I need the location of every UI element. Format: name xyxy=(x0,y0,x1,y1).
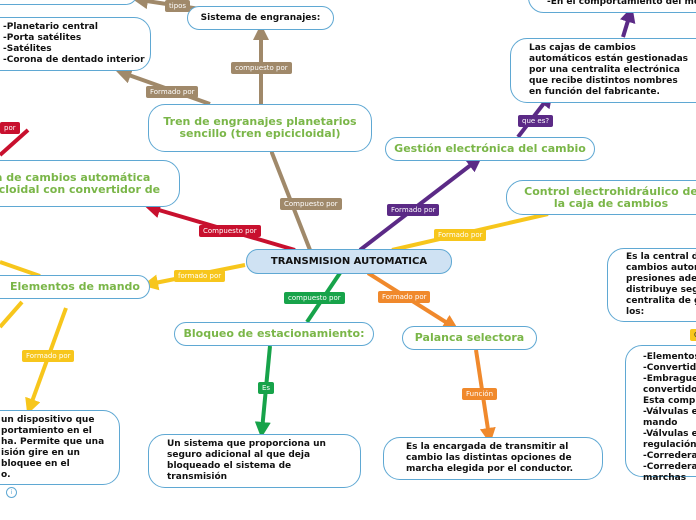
node-tren-label: Tren de engranajes planetarios sencillo … xyxy=(163,115,357,140)
node-componentes-label: -Planetario central -Porta satélites -Sa… xyxy=(3,22,145,65)
connector-caja-left xyxy=(0,128,30,157)
node-motor-label: -En el comportamiento del moto xyxy=(547,0,696,7)
node-caja-convertidor-label: a de cambios automática icloidal con con… xyxy=(0,170,161,196)
tag-por-red: por xyxy=(0,122,20,134)
central-topic-label: TRANSMISION AUTOMATICA xyxy=(270,256,428,267)
tag-formado-componentes: Formado por xyxy=(146,86,199,98)
node-bloqueo-estacionamiento[interactable]: Bloqueo de estacionamiento: xyxy=(174,322,374,346)
connector-desc-motor xyxy=(620,6,636,38)
node-sistema-label: Sistema de engranajes: xyxy=(200,12,321,23)
node-sistema-engranajes[interactable]: Sistema de engranajes: xyxy=(187,6,334,30)
tag-formado-gestion: Formado por xyxy=(387,204,440,216)
tag-tipos: tipos xyxy=(165,0,191,12)
tag-que-es: que es? xyxy=(518,115,554,127)
node-gestion-desc[interactable]: Las cajas de cambios automáticos están g… xyxy=(510,38,696,103)
tag-formado-yellow: Formado por xyxy=(22,350,75,362)
node-palanca-desc[interactable]: Es la encargada de transmitir al cambio … xyxy=(383,437,603,480)
central-topic[interactable]: TRANSMISION AUTOMATICA xyxy=(246,249,452,274)
node-control-label: Control electrohidráulico de la caja de … xyxy=(524,184,696,210)
tag-formado-control: Formado por xyxy=(434,229,487,241)
node-central-desc-partial[interactable]: Es la central de cambios autom presiones… xyxy=(607,248,696,322)
tag-compuesto-bloqueo: compuesto por xyxy=(284,292,345,304)
node-elementos-list-label: -Elementos -Convertido -Embrague convert… xyxy=(643,352,696,483)
connector-elementos-left-a xyxy=(0,260,41,278)
node-elementos-mando[interactable]: Elementos de mando xyxy=(0,275,150,299)
node-caja-convertidor[interactable]: a de cambios automática icloidal con con… xyxy=(0,160,180,207)
info-icon[interactable]: i xyxy=(6,487,17,498)
tag-compuesto-red: Compuesto por xyxy=(199,225,261,237)
tag-c-partial: C xyxy=(690,329,696,341)
node-palanca-desc-label: Es la encargada de transmitir al cambio … xyxy=(406,442,573,474)
node-componentes[interactable]: -Planetario central -Porta satélites -Sa… xyxy=(0,17,151,71)
node-control-electrohidraulico[interactable]: Control electrohidráulico de la caja de … xyxy=(506,180,696,215)
node-gestion-desc-label: Las cajas de cambios automáticos están g… xyxy=(529,43,689,97)
node-gestion-label: Gestión electrónica del cambio xyxy=(394,142,586,155)
node-motor-partial[interactable]: -En el comportamiento del moto xyxy=(528,0,696,13)
node-top-left-partial[interactable] xyxy=(0,0,138,5)
tag-es: Es xyxy=(258,382,275,394)
node-tren-engranajes[interactable]: Tren de engranajes planetarios sencillo … xyxy=(148,104,372,152)
tag-compuesto-sistema: compuesto por xyxy=(231,62,292,74)
node-bloqueo-label: Bloqueo de estacionamiento: xyxy=(183,327,365,340)
node-elementos-desc-label: un dispositivo que portamiento en el ha.… xyxy=(1,414,105,480)
tag-formado-elementos: formado por xyxy=(174,270,226,282)
connector-elementos-left-b xyxy=(0,300,24,329)
tag-formado-palanca: Formado por xyxy=(378,291,431,303)
node-bloqueo-desc[interactable]: Un sistema que proporciona un seguro adi… xyxy=(148,434,361,488)
node-central-desc-label: Es la central de cambios autom presiones… xyxy=(626,252,696,317)
tag-funcion: Función xyxy=(462,388,498,400)
node-palanca-label: Palanca selectora xyxy=(414,331,525,344)
node-elementos-list-partial[interactable]: -Elementos -Convertido -Embrague convert… xyxy=(625,345,696,483)
node-gestion-electronica[interactable]: Gestión electrónica del cambio xyxy=(385,137,595,161)
node-elementos-label: Elementos de mando xyxy=(9,280,140,293)
node-elementos-desc[interactable]: un dispositivo que portamiento en el ha.… xyxy=(0,410,120,485)
tag-compuesto-tren: Compuesto por xyxy=(280,198,342,210)
node-palanca-selectora[interactable]: Palanca selectora xyxy=(402,326,537,350)
node-bloqueo-desc-label: Un sistema que proporciona un seguro adi… xyxy=(167,439,326,482)
